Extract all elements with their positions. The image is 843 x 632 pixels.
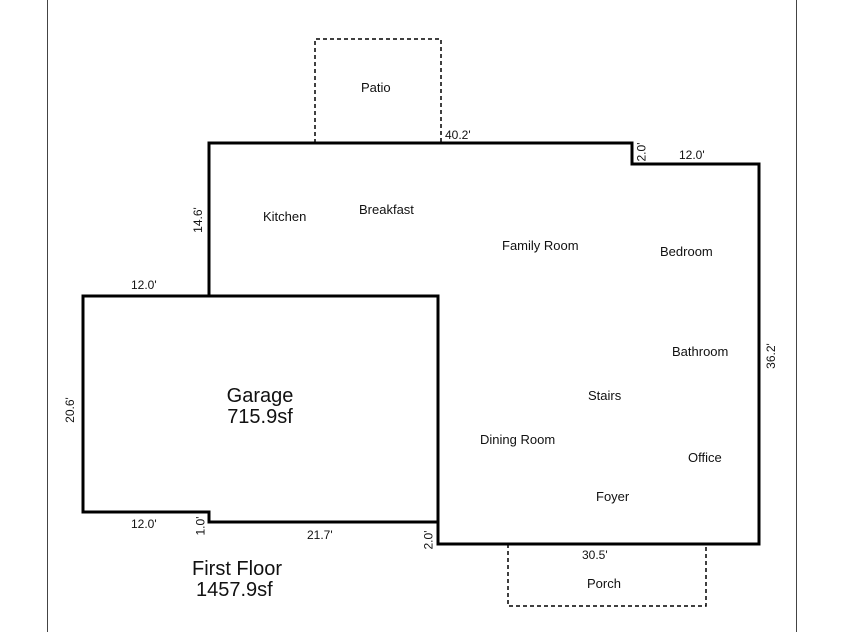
dim-left-upper: 14.6' <box>190 207 205 233</box>
page-border-right <box>796 0 797 632</box>
dim-bottom-middle: 21.7' <box>307 528 333 542</box>
dim-garage-left: 20.6' <box>62 397 77 423</box>
room-label-dining-room: Dining Room <box>480 432 556 447</box>
dim-bottom-step-2: 2.0' <box>421 530 436 550</box>
room-label-bathroom: Bathroom <box>672 344 729 359</box>
porch-label: Porch <box>587 576 621 591</box>
dim-bottom-step-1: 1.0' <box>193 516 208 536</box>
room-label-family-room: Family Room <box>502 238 579 253</box>
floor-summary: First Floor 1457.9sf <box>192 559 282 601</box>
room-label-office: Office <box>688 450 722 465</box>
floor-title: First Floor <box>192 558 282 580</box>
patio-label: Patio <box>361 80 391 95</box>
room-label-breakfast: Breakfast <box>359 202 414 217</box>
room-label-foyer: Foyer <box>596 489 630 504</box>
room-label-stairs: Stairs <box>588 388 622 403</box>
dim-garage-bottom: 12.0' <box>131 517 157 531</box>
floor-area: 1457.9sf <box>196 579 273 601</box>
porch-outline <box>507 544 707 607</box>
dim-right: 36.2' <box>763 343 778 369</box>
garage-wall <box>209 294 440 522</box>
dim-top-main: 40.2' <box>445 128 471 142</box>
dim-bottom-main: 30.5' <box>582 548 608 562</box>
garage-label: Garage <box>226 385 294 407</box>
garage-label-block: Garage 715.9sf <box>210 386 310 428</box>
room-label-bedroom: Bedroom <box>660 244 713 259</box>
garage-area: 715.9sf <box>227 406 293 428</box>
dim-garage-top: 12.0' <box>131 278 157 292</box>
dim-top-step: 2.0' <box>634 142 649 162</box>
page-border-left <box>47 0 48 632</box>
room-label-kitchen: Kitchen <box>263 209 307 224</box>
house-outline <box>81 141 761 546</box>
dim-top-right: 12.0' <box>679 148 705 162</box>
patio-outline <box>314 38 442 143</box>
